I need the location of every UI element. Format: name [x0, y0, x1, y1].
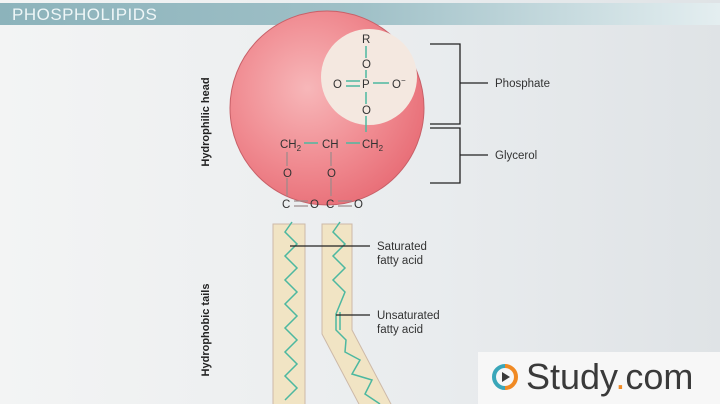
saturated-label-line2: fatty acid [377, 255, 423, 267]
bonds [304, 46, 389, 144]
atom-o: O [310, 199, 319, 211]
glycerol-label: Glycerol [495, 150, 537, 162]
atom-o: O [362, 59, 371, 71]
ch-middle: CH [322, 139, 339, 151]
atom-o: O [362, 105, 371, 117]
unsaturated-chain [331, 221, 381, 404]
saturated-label: Saturated [377, 241, 427, 253]
atom-o: O [283, 168, 292, 180]
phosphate-group-bg [321, 29, 417, 125]
atom-o-minus: O− [392, 76, 406, 91]
unsaturated-label-line2: fatty acid [377, 324, 423, 336]
atom-c: C [282, 199, 290, 211]
atom-o: O [354, 199, 363, 211]
hydrophobic-tails-label: Hydrophobic tails [200, 284, 212, 377]
ch2-right: CH2 [362, 139, 384, 153]
page-title: PHOSPHOLIPIDS [12, 5, 158, 24]
atom-o: O [333, 79, 342, 91]
hydrophilic-head-label: Hydrophilic head [200, 77, 212, 166]
saturated-tail [272, 223, 306, 404]
ch2-left: CH2 [280, 139, 302, 153]
atom-o: O [327, 168, 336, 180]
atom-r: R [362, 34, 370, 46]
unsaturated-tail [321, 223, 392, 404]
brackets [290, 43, 488, 316]
atom-c: C [326, 199, 334, 211]
play-circle-icon [492, 364, 518, 390]
atom-p: P [362, 79, 370, 91]
phosphate-label: Phosphate [495, 78, 550, 90]
unsaturated-label: Unsaturated [377, 310, 440, 322]
study-com-logo: Study.com [478, 352, 720, 404]
saturated-chain [283, 221, 299, 401]
title-bar: PHOSPHOLIPIDS [0, 3, 720, 25]
